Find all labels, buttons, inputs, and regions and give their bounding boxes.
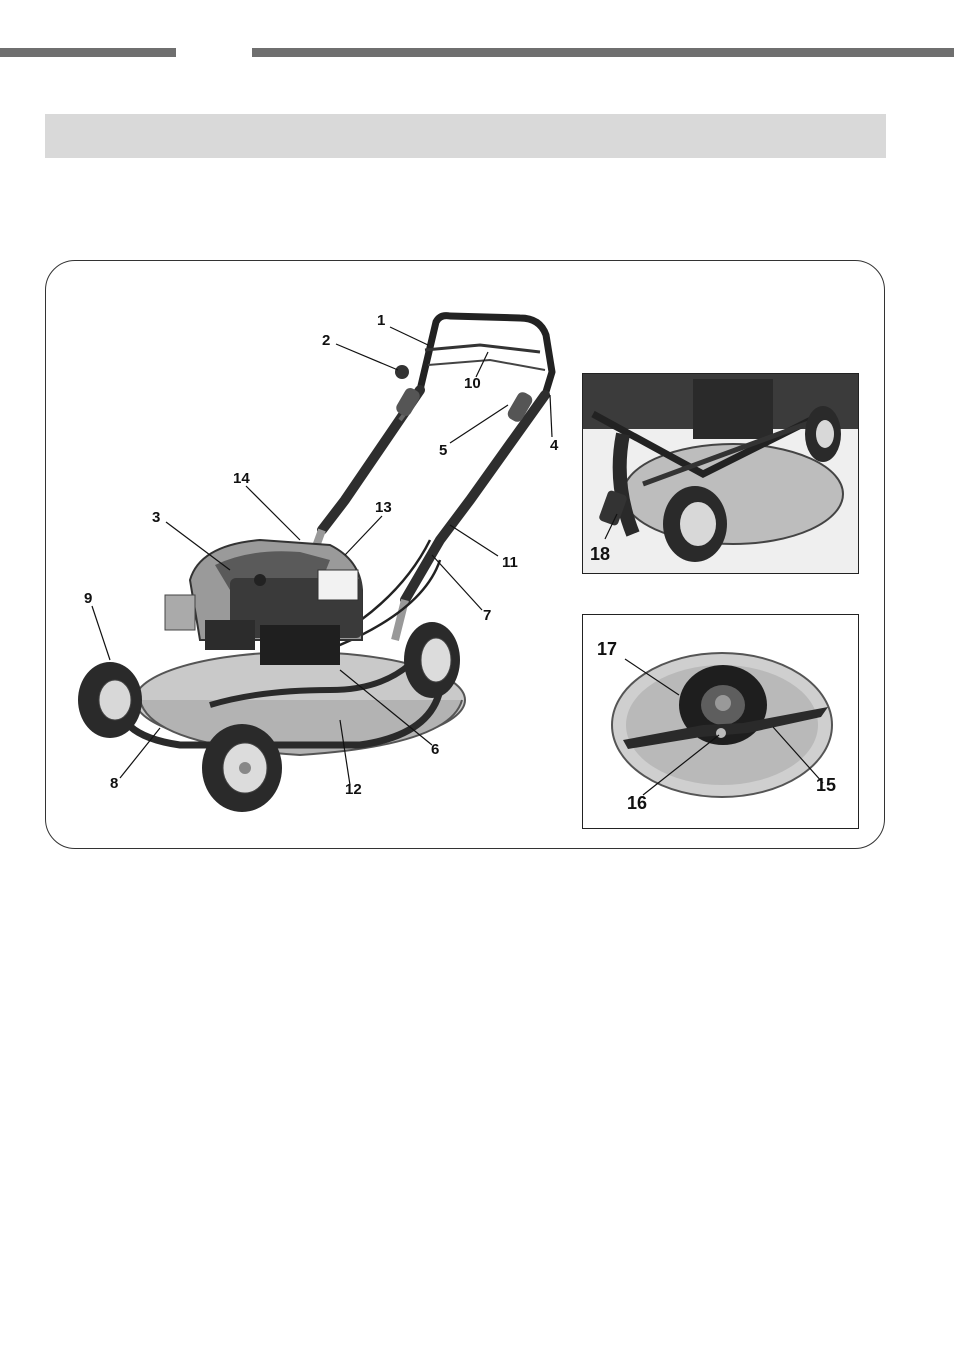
callout-8: 8	[110, 776, 118, 791]
callout-4: 4	[550, 438, 558, 453]
callout-12: 12	[345, 782, 362, 797]
callout-9: 9	[84, 591, 92, 606]
callout-17: 17	[597, 640, 617, 658]
callout-7: 7	[483, 608, 491, 623]
callout-2: 2	[322, 333, 330, 348]
callout-11: 11	[502, 555, 518, 570]
wheel-front-right	[404, 622, 460, 698]
callout-16: 16	[627, 794, 647, 812]
inset-blade-photo	[582, 614, 859, 829]
inset-rear-illustration	[583, 374, 859, 574]
callout-15: 15	[816, 776, 836, 794]
wheel-front-left	[202, 724, 282, 812]
inset-blade-illustration	[583, 615, 859, 829]
callout-14: 14	[233, 471, 250, 486]
callout-3: 3	[152, 510, 160, 525]
callout-1: 1	[377, 313, 385, 328]
callout-18: 18	[590, 545, 610, 563]
callout-10: 10	[464, 376, 481, 391]
inset-rear-lever-photo	[582, 373, 859, 574]
callout-5: 5	[439, 443, 447, 458]
callout-6: 6	[431, 742, 439, 757]
wheel-rear-left	[78, 662, 142, 738]
callout-13: 13	[375, 500, 392, 515]
